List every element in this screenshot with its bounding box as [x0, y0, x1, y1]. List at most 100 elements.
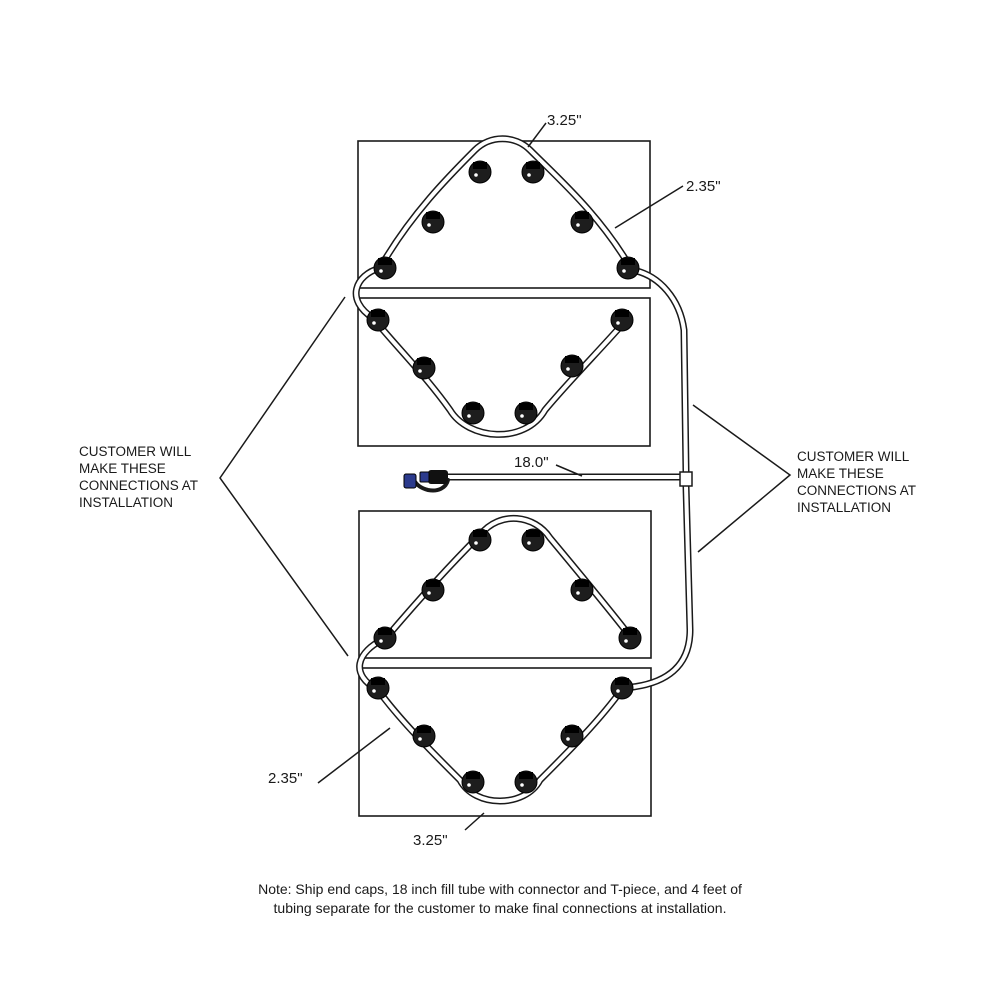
fitting-clip [466, 403, 480, 410]
suction-fitting [521, 528, 545, 552]
fitting-hole [566, 367, 570, 371]
fitting-clip [575, 580, 589, 587]
suction-fitting [421, 578, 445, 602]
fitting-hole [372, 321, 376, 325]
fitting-clip [526, 530, 540, 537]
fitting-hole [427, 591, 431, 595]
fitting-clip [615, 310, 629, 317]
fitting-hole [624, 639, 628, 643]
fitting-hole [616, 321, 620, 325]
leader-lines [219, 122, 792, 831]
tubing [352, 135, 694, 805]
leader-left-callout [219, 296, 349, 657]
panel-1 [357, 140, 651, 289]
fitting-clip [371, 678, 385, 685]
fitting-clip [378, 628, 392, 635]
panel-2 [357, 297, 651, 447]
suction-fitting [560, 724, 584, 748]
fitting-hole [467, 414, 471, 418]
leader-top-side [614, 185, 684, 229]
fitting-clip [371, 310, 385, 317]
fitting-clip [466, 772, 480, 779]
fitting-clip [417, 358, 431, 365]
shipping-note: Note: Ship end caps, 18 inch fill tube w… [258, 881, 742, 916]
fitting-hole [474, 541, 478, 545]
fitting-clip [378, 258, 392, 265]
dim-top-side: 2.35" [686, 178, 721, 195]
leader-fill-tube [555, 464, 583, 477]
suction-fitting [570, 578, 594, 602]
fitting-hole [418, 369, 422, 373]
fitting-hole [576, 223, 580, 227]
suction-fitting [412, 724, 436, 748]
suction-fitting [514, 401, 538, 425]
fitting-hole [379, 639, 383, 643]
suction-fitting [610, 308, 634, 332]
fitting-clip [519, 772, 533, 779]
fitting-hole [527, 173, 531, 177]
suction-fitting [570, 210, 594, 234]
suction-fitting [421, 210, 445, 234]
fittings [366, 160, 642, 794]
suction-fitting [461, 770, 485, 794]
suction-fitting [373, 626, 397, 650]
suction-fitting [412, 356, 436, 380]
customer-connections-label-right: CUSTOMER WILL MAKE THESE CONNECTIONS AT … [797, 449, 917, 515]
fitting-hole [566, 737, 570, 741]
suction-fitting [468, 528, 492, 552]
fitting-clip [426, 212, 440, 219]
fitting-clip [615, 678, 629, 685]
t-piece [679, 471, 693, 487]
leader-bottom-side [317, 727, 391, 784]
fitting-clip [426, 580, 440, 587]
fitting-hole [427, 223, 431, 227]
dim-bottom-side: 2.35" [268, 770, 303, 787]
leader-right-callout [692, 404, 792, 553]
fitting-clip [526, 162, 540, 169]
fitting-hole [418, 737, 422, 741]
suction-fitting [616, 256, 640, 280]
fitting-hole [520, 414, 524, 418]
suction-fitting [366, 676, 390, 700]
fitting-hole [622, 269, 626, 273]
tube-segment-core [357, 516, 635, 803]
fitting-clip [417, 726, 431, 733]
suction-fitting [618, 626, 642, 650]
suction-fitting [610, 676, 634, 700]
suction-fitting [514, 770, 538, 794]
suction-fitting [468, 160, 492, 184]
fitting-hole [520, 783, 524, 787]
suction-fitting [461, 401, 485, 425]
leader-bottom-arc [464, 812, 485, 831]
fitting-hole [474, 173, 478, 177]
panel-3 [358, 510, 652, 659]
fitting-clip [565, 726, 579, 733]
fill-tube-connector [403, 470, 450, 493]
fitting-clip [621, 258, 635, 265]
fitting-clip [623, 628, 637, 635]
fitting-clip [575, 212, 589, 219]
leader-top-arc [527, 122, 547, 148]
fitting-hole [372, 689, 376, 693]
fitting-hole [576, 591, 580, 595]
suction-fitting [521, 160, 545, 184]
fitting-hole [527, 541, 531, 545]
fitting-hole [616, 689, 620, 693]
suction-fitting [373, 256, 397, 280]
tube-segment-core [621, 484, 692, 690]
suction-fitting [366, 308, 390, 332]
fitting-hole [467, 783, 471, 787]
panel-4 [358, 667, 652, 817]
tube-segment-core [630, 268, 688, 474]
dim-fill-tube: 18.0" [514, 454, 549, 471]
suction-fitting [560, 354, 584, 378]
fitting-clip [565, 356, 579, 363]
fitting-clip [519, 403, 533, 410]
fitting-clip [473, 162, 487, 169]
customer-connections-label-left: CUSTOMER WILL MAKE THESE CONNECTIONS AT … [79, 444, 199, 510]
fitting-hole [379, 269, 383, 273]
tube-segment-core [354, 136, 634, 437]
dim-bottom-arc: 3.25" [413, 832, 448, 849]
dim-top-arc: 3.25" [547, 112, 582, 129]
